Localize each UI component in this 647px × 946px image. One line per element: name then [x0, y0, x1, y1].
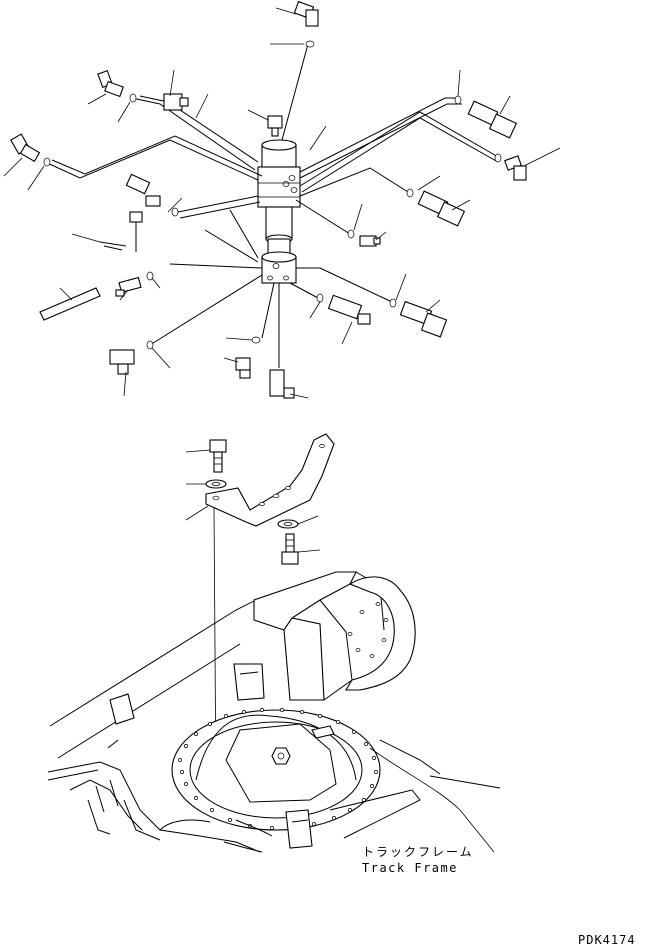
adapter-top-center — [267, 115, 283, 137]
valve-lower-center — [327, 294, 371, 325]
bolt-top — [209, 439, 227, 473]
pin-left — [99, 241, 127, 251]
o-rings — [43, 40, 502, 350]
bolt-bottom — [281, 533, 299, 565]
track-frame — [47, 571, 501, 853]
elbow-fitting-bottom — [235, 357, 251, 379]
mounting-bracket-assembly — [185, 433, 335, 791]
swivel-joint — [257, 139, 301, 284]
part-leaders — [3, 7, 561, 399]
track-frame-label-en: Track Frame — [362, 861, 458, 875]
tee-fitting — [163, 93, 189, 111]
fittings — [10, 0, 527, 399]
elbow-fitting-upper-left — [97, 70, 124, 98]
frame-lug-center — [233, 663, 265, 701]
tee-fitting-bottom — [269, 369, 295, 399]
frame-lug-left — [109, 693, 135, 725]
tee-fitting-lower-left — [109, 349, 135, 375]
bracket — [205, 433, 335, 527]
frame-lug-front — [285, 809, 313, 849]
frame-arm-right — [345, 576, 416, 691]
track-frame-label-jp: トラックフレーム — [362, 845, 474, 859]
ring-bolt-holes — [178, 708, 378, 830]
drawing-code: PDK4174 — [578, 933, 636, 946]
elbow-fitting-left — [10, 133, 41, 163]
elbow-fitting-top — [293, 0, 319, 27]
bracket-plate — [39, 287, 101, 321]
adapter-center-right — [359, 235, 381, 247]
elbow-fitting-right — [504, 155, 527, 181]
hose-lines — [44, 43, 501, 368]
valve-lower-right — [399, 300, 448, 338]
adapter-lower-left — [115, 276, 142, 297]
bolt-left — [129, 211, 143, 252]
valve-upper-right — [467, 100, 518, 139]
valve-middle-right — [417, 190, 466, 227]
slewing-ring-mount — [171, 709, 381, 831]
elbow-fitting-mid-left — [125, 173, 161, 207]
